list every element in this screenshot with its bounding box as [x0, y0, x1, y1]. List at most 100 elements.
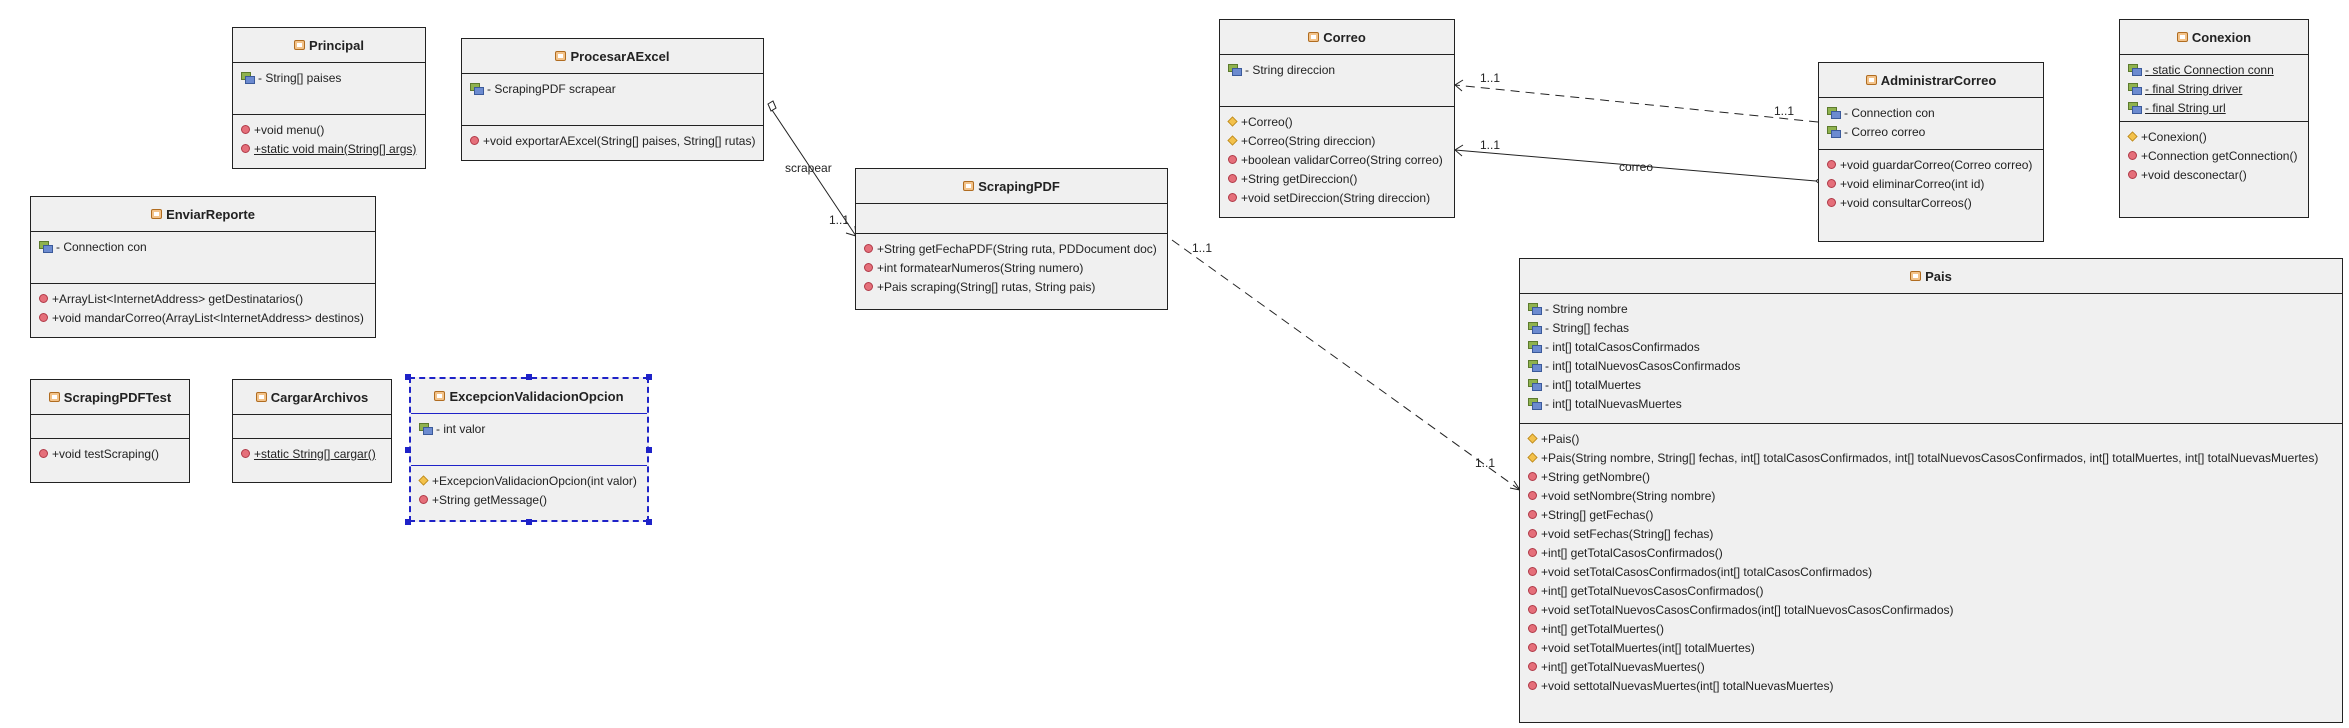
- class-name: Correo: [1323, 29, 1366, 45]
- method-text: +String getNombre(): [1541, 469, 1651, 484]
- attribute-row[interactable]: - final String driver: [2120, 79, 2308, 98]
- attribute-text: - Correo correo: [1844, 124, 1926, 139]
- selection-handle-se[interactable]: [646, 519, 652, 525]
- class-header: CargarArchivos: [233, 380, 391, 414]
- class-procesaraexcel[interactable]: ProcesarAExcel - ScrapingPDF scrapear +voi…: [461, 38, 764, 161]
- method-text: +void setTotalNuevosCasosConfirmados(int…: [1541, 602, 1954, 617]
- method-row[interactable]: +void setTotalNuevosCasosConfirmados(int…: [1520, 600, 2342, 619]
- attribute-row[interactable]: - int[] totalNuevosCasosConfirmados: [1520, 356, 2342, 375]
- method-row[interactable]: +String getDireccion(): [1220, 169, 1454, 188]
- method-row[interactable]: +int[] getTotalCasosConfirmados(): [1520, 543, 2342, 562]
- method-row[interactable]: +Pais(): [1520, 429, 2342, 448]
- method-icon: [1528, 662, 1537, 671]
- method-row[interactable]: +static void main(String[] args): [233, 139, 425, 158]
- method-row[interactable]: +Connection getConnection(): [2120, 146, 2308, 165]
- selection-handle-ne[interactable]: [646, 374, 652, 380]
- methods-section: +ArrayList<InternetAddress> getDestinata…: [31, 283, 375, 331]
- method-icon: [470, 136, 479, 145]
- method-row[interactable]: +void setTotalCasosConfirmados(int[] tot…: [1520, 562, 2342, 581]
- method-text: +void eliminarCorreo(int id): [1840, 176, 1985, 191]
- attribute-row[interactable]: - String direccion: [1220, 60, 1454, 79]
- method-row[interactable]: +void menu(): [233, 120, 425, 139]
- method-row[interactable]: +Pais scraping(String[] rutas, String pa…: [856, 277, 1167, 296]
- attribute-row[interactable]: - Correo correo: [1819, 122, 2043, 141]
- method-row[interactable]: +void settotalNuevasMuertes(int[] totalN…: [1520, 676, 2342, 695]
- selection-handle-w[interactable]: [405, 447, 411, 453]
- class-conexion[interactable]: Conexion- static Connection conn- final …: [2119, 19, 2309, 218]
- attributes-section: - String direccion: [1220, 54, 1454, 106]
- class-cargararchivos[interactable]: CargarArchivos +static String[] cargar(): [232, 379, 392, 483]
- class-principal[interactable]: Principal- String[] paises+void menu()+s…: [232, 27, 426, 169]
- method-row[interactable]: +Correo(): [1220, 112, 1454, 131]
- field-icon: [470, 83, 484, 95]
- attribute-row[interactable]: - final String url: [2120, 98, 2308, 117]
- attribute-text: - int[] totalCasosConfirmados: [1545, 339, 1700, 354]
- method-row[interactable]: +void consultarCorreos(): [1819, 193, 2043, 212]
- method-row[interactable]: +int[] getTotalNuevasMuertes(): [1520, 657, 2342, 676]
- method-text: +ExcepcionValidacionOpcion(int valor): [432, 473, 637, 488]
- method-row[interactable]: +int formatearNumeros(String numero): [856, 258, 1167, 277]
- selection-handle-n[interactable]: [526, 374, 532, 380]
- field-icon: [1228, 64, 1242, 76]
- method-row[interactable]: +Conexion(): [2120, 127, 2308, 146]
- method-row[interactable]: +void setTotalMuertes(int[] totalMuertes…: [1520, 638, 2342, 657]
- method-row[interactable]: +ExcepcionValidacionOpcion(int valor): [411, 471, 647, 490]
- method-row[interactable]: +Pais(String nombre, String[] fechas, in…: [1520, 448, 2342, 467]
- method-row[interactable]: +int[] getTotalNuevosCasosConfirmados(): [1520, 581, 2342, 600]
- class-pais[interactable]: Pais- String nombre- String[] fechas- in…: [1519, 258, 2343, 723]
- method-row[interactable]: +String getNombre(): [1520, 467, 2342, 486]
- class-excepcionvalidacionopcion[interactable]: ExcepcionValidacionOpcion- int valor+Exc…: [409, 377, 649, 522]
- method-row[interactable]: +String getMessage(): [411, 490, 647, 509]
- method-row[interactable]: +void desconectar(): [2120, 165, 2308, 184]
- attribute-row[interactable]: - int[] totalNuevasMuertes: [1520, 394, 2342, 413]
- class-scrapingpdf[interactable]: ScrapingPDF+String getFechaPDF(String ru…: [855, 168, 1168, 310]
- method-row[interactable]: +void testScraping(): [31, 444, 189, 463]
- method-row[interactable]: +static String[] cargar(): [233, 444, 391, 463]
- method-row[interactable]: +void setDireccion(String direccion): [1220, 188, 1454, 207]
- method-icon: [864, 244, 873, 253]
- method-row[interactable]: +void setFechas(String[] fechas): [1520, 524, 2342, 543]
- attribute-row[interactable]: - String[] fechas: [1520, 318, 2342, 337]
- method-row[interactable]: +boolean validarCorreo(String correo): [1220, 150, 1454, 169]
- attributes-section: - String[] paises: [233, 62, 425, 114]
- method-row[interactable]: +void exportarAExcel(String[] paises, St…: [462, 131, 763, 150]
- field-icon: [1827, 107, 1841, 119]
- attribute-row[interactable]: - String[] paises: [233, 68, 425, 87]
- class-scrapingpdftest[interactable]: ScrapingPDFTest+void testScraping(): [30, 379, 190, 483]
- selection-handle-s[interactable]: [526, 519, 532, 525]
- attribute-row[interactable]: - static Connection conn: [2120, 60, 2308, 79]
- class-name: ProcesarAExcel: [570, 48, 670, 64]
- field-icon: [419, 423, 433, 435]
- attribute-row[interactable]: - Connection con: [1819, 103, 2043, 122]
- method-row[interactable]: +void guardarCorreo(Correo correo): [1819, 155, 2043, 174]
- attribute-row[interactable]: - int[] totalMuertes: [1520, 375, 2342, 394]
- attribute-row[interactable]: - Connection con: [31, 237, 375, 256]
- attribute-row[interactable]: - ScrapingPDF scrapear: [462, 79, 763, 98]
- method-row[interactable]: +void setNombre(String nombre): [1520, 486, 2342, 505]
- method-row[interactable]: +ArrayList<InternetAddress> getDestinata…: [31, 289, 375, 308]
- class-administrarcorreo[interactable]: AdministrarCorreo- Connection con- Corre…: [1818, 62, 2044, 242]
- method-row[interactable]: +void mandarCorreo(ArrayList<InternetAdd…: [31, 308, 375, 327]
- selection-handle-nw[interactable]: [405, 374, 411, 380]
- class-correo[interactable]: Correo - String direccion +Correo() +Correo…: [1219, 19, 1455, 218]
- selection-handle-e[interactable]: [646, 447, 652, 453]
- scrapear-label: scrapear: [785, 161, 832, 175]
- field-icon: [39, 241, 53, 253]
- method-text: +void setFechas(String[] fechas): [1541, 526, 1714, 541]
- attribute-row[interactable]: - int[] totalCasosConfirmados: [1520, 337, 2342, 356]
- constructor-icon: [2127, 131, 2138, 142]
- method-row[interactable]: +int[] getTotalMuertes(): [1520, 619, 2342, 638]
- selection-handle-sw[interactable]: [405, 519, 411, 525]
- method-row[interactable]: +void eliminarCorreo(int id): [1819, 174, 2043, 193]
- method-row[interactable]: +String getFechaPDF(String ruta, PDDocum…: [856, 239, 1167, 258]
- attributes-section: - Connection con - Correo correo: [1819, 97, 2043, 149]
- field-icon: [1528, 398, 1542, 410]
- attribute-row[interactable]: - String nombre: [1520, 299, 2342, 318]
- method-text: +Correo(): [1241, 114, 1293, 129]
- method-row[interactable]: +Correo(String direccion): [1220, 131, 1454, 150]
- class-enviarreporte[interactable]: EnviarReporte- Connection con+ArrayList<…: [30, 196, 376, 338]
- field-icon: [241, 72, 255, 84]
- method-row[interactable]: +String[] getFechas(): [1520, 505, 2342, 524]
- method-icon: [2128, 170, 2137, 179]
- attribute-row[interactable]: - int valor: [411, 419, 647, 438]
